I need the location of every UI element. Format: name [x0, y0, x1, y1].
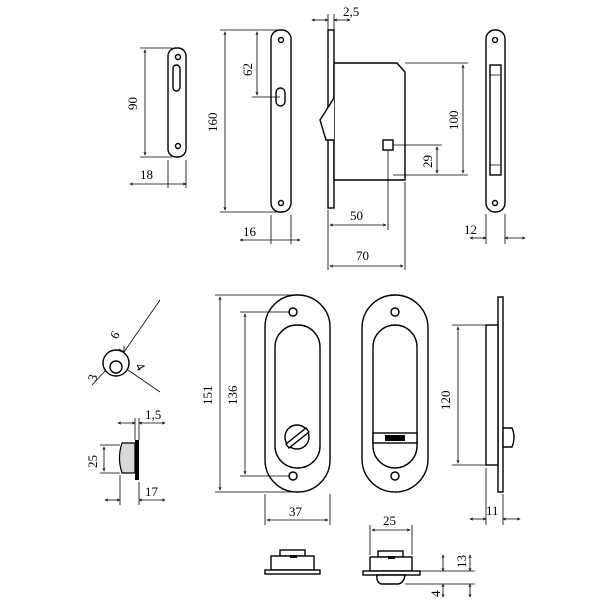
dim-17: 17 [145, 484, 159, 499]
dim-11: 11 [486, 503, 499, 518]
handle-side-view: 120 11 [438, 296, 520, 525]
spindle-section: 6 4 3 [84, 299, 161, 393]
dim-160: 160 [205, 113, 220, 133]
dim-70: 70 [356, 248, 369, 263]
dim-12: 12 [464, 222, 477, 237]
lock-body: 2,5 100 29 50 70 [312, 4, 468, 270]
handle-thumb-turn: 151 136 37 [200, 294, 331, 525]
dim-50: 50 [350, 208, 363, 223]
dim-13: 13 [454, 555, 469, 568]
dim-25-bottom: 25 [383, 513, 396, 528]
dim-151: 151 [200, 386, 215, 406]
cylinder: 1,5 25 17 [85, 407, 165, 505]
dim-3: 3 [84, 373, 100, 383]
dim-2-5: 2,5 [343, 4, 359, 19]
dim-90: 90 [125, 97, 140, 110]
dim-16: 16 [243, 224, 257, 239]
dim-25-cylinder: 25 [85, 455, 100, 468]
dim-29: 29 [420, 155, 435, 168]
dim-6: 6 [107, 328, 123, 342]
dim-100: 100 [446, 111, 461, 131]
dim-120: 120 [438, 391, 453, 411]
dim-1-5: 1,5 [145, 407, 161, 422]
dim-4-bottom: 4 [428, 590, 443, 597]
dim-37: 37 [289, 504, 303, 519]
dim-4: 4 [132, 360, 148, 374]
edge-view: 12 [464, 29, 525, 244]
handle-bottom-views: 25 13 4 [264, 513, 475, 597]
dim-18: 18 [140, 167, 153, 182]
dim-62: 62 [240, 63, 255, 76]
dim-136: 136 [225, 385, 240, 405]
handle-indicator [361, 294, 429, 493]
faceplate: 160 62 16 [205, 29, 300, 244]
strike-plate: 90 18 [125, 47, 187, 188]
